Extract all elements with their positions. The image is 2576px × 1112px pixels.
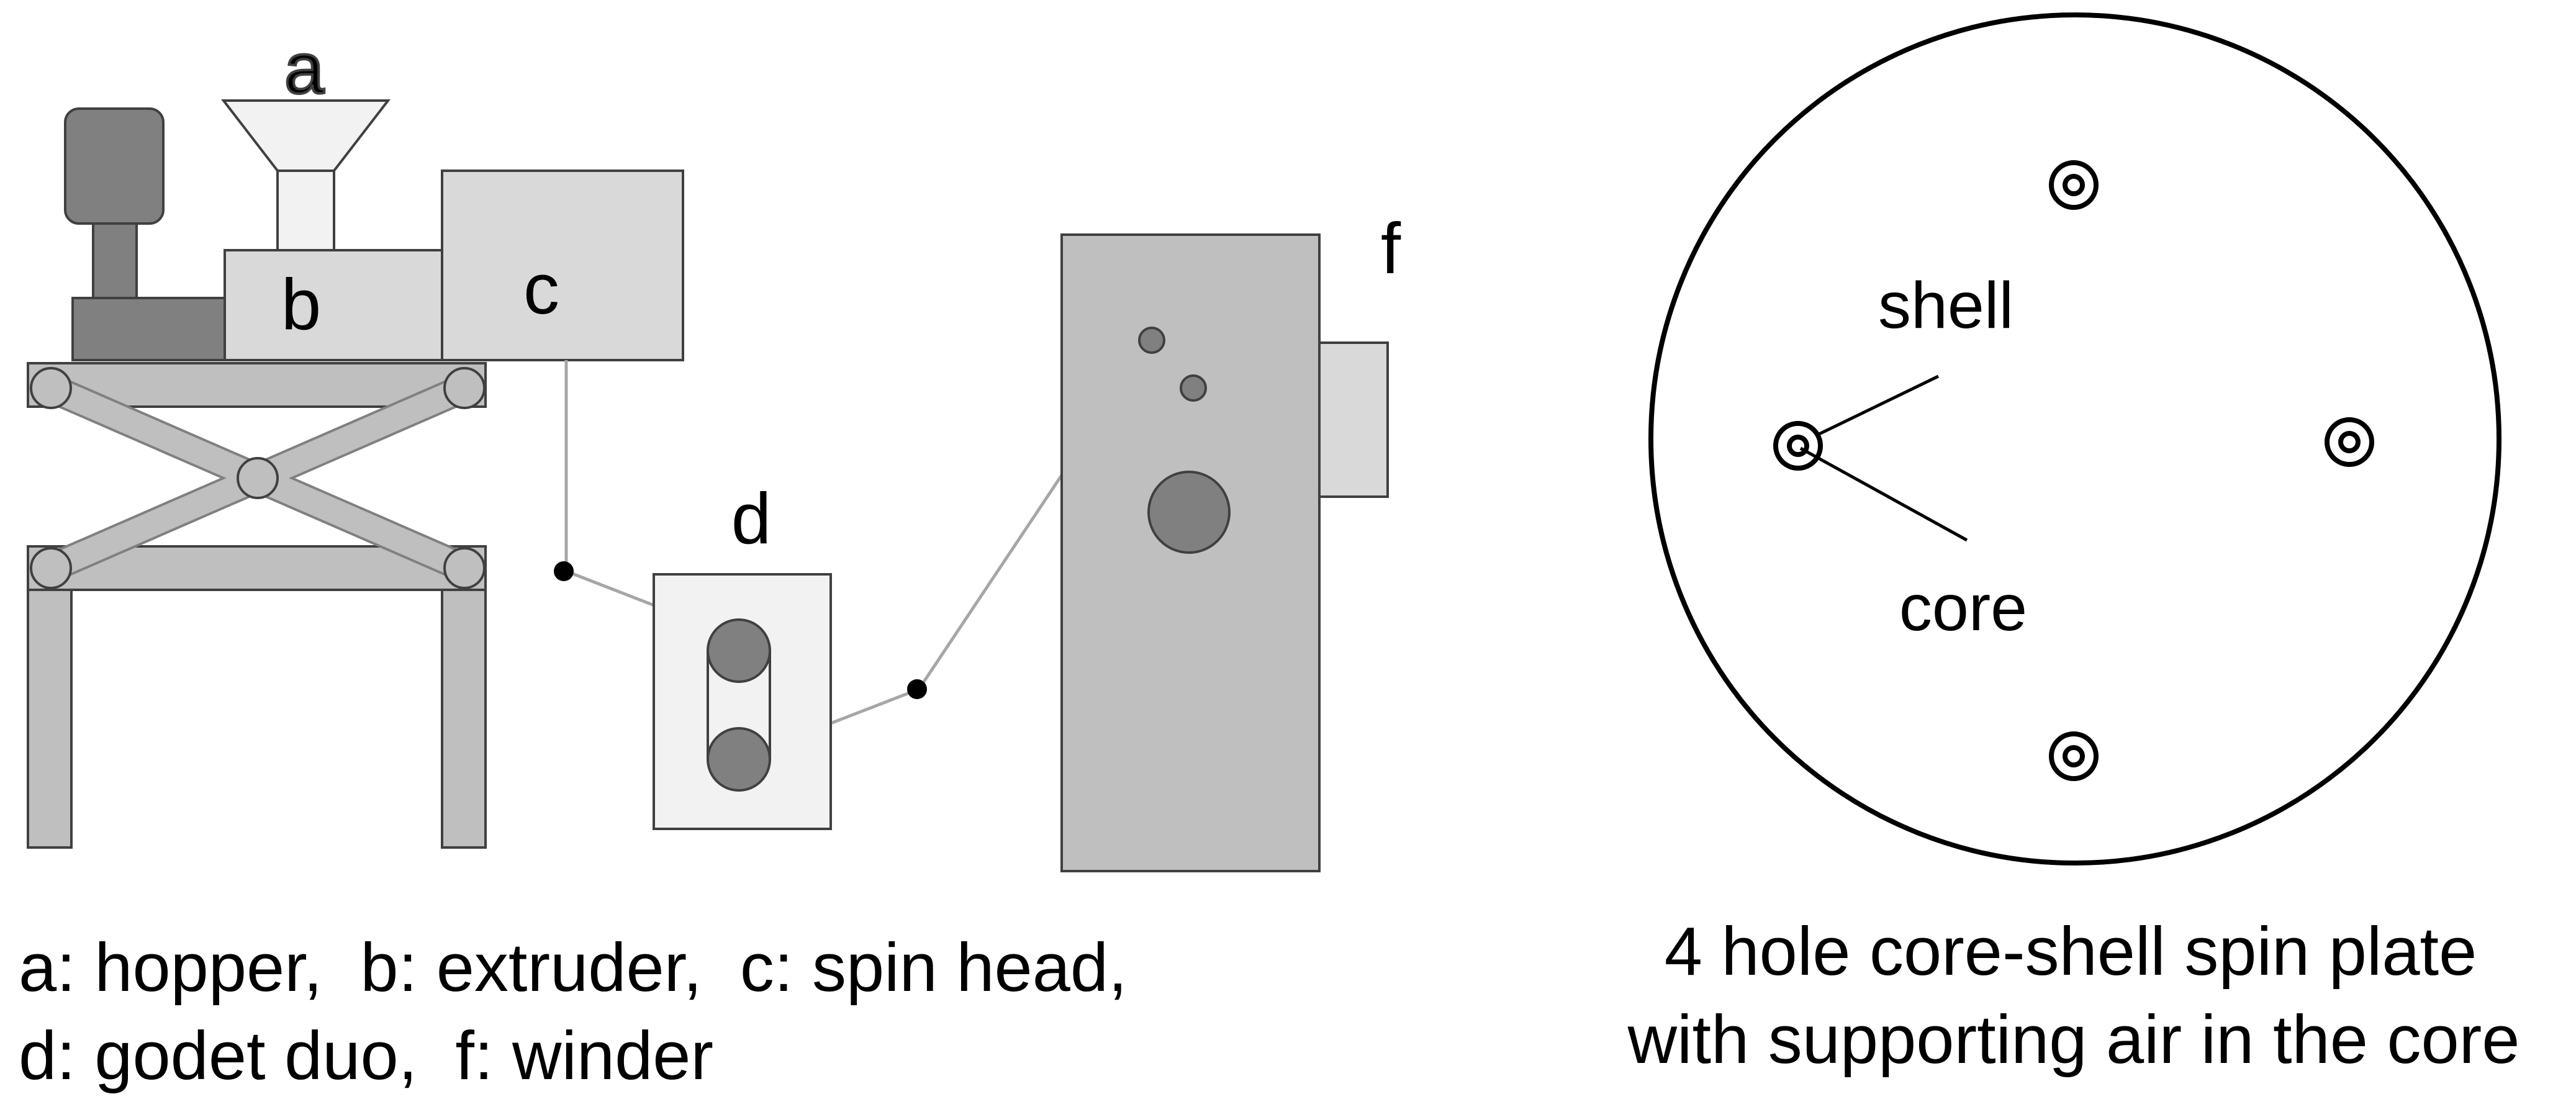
label-hopper: a bbox=[284, 28, 325, 109]
label-godet: d bbox=[731, 478, 772, 559]
label-shell: shell bbox=[1878, 269, 2013, 342]
extruder-body bbox=[224, 249, 443, 361]
table-leg-right bbox=[441, 579, 487, 849]
motor-shaft bbox=[92, 222, 138, 299]
hopper: a bbox=[220, 27, 391, 251]
legend-line-1: a: hopper, b: extruder, c: spin head, bbox=[19, 929, 1128, 1006]
spinning-line: a b c d bbox=[19, 27, 1401, 1094]
pivot-top-left bbox=[30, 367, 72, 409]
spin-plate-caption-line-1: 4 hole core-shell spin plate bbox=[1665, 913, 2477, 990]
winder: f bbox=[1060, 208, 1401, 872]
shell-leader-line bbox=[1817, 374, 1940, 436]
spin-hole-left bbox=[1773, 421, 1823, 471]
winder-side-box bbox=[1318, 341, 1389, 498]
label-winder: f bbox=[1381, 208, 1401, 289]
godet-duo: d bbox=[653, 478, 832, 830]
pivot-bottom-right bbox=[443, 547, 486, 589]
spin-plate: shell core 4 hole core-shell spin plate … bbox=[1627, 12, 2520, 1078]
label-spin-head: c bbox=[523, 248, 559, 329]
pivot-bottom-left bbox=[30, 547, 72, 589]
spin-hole-bottom bbox=[2049, 731, 2099, 781]
core-leader-line bbox=[1799, 446, 1968, 542]
winder-bobbin bbox=[1147, 471, 1231, 554]
extruder: b bbox=[224, 249, 443, 361]
pivot-top-right bbox=[443, 367, 486, 409]
spin-head-body bbox=[441, 170, 684, 361]
motor-body bbox=[64, 107, 165, 225]
gearbox bbox=[71, 297, 226, 361]
scissor-lift-table bbox=[27, 362, 487, 849]
table-leg-left bbox=[27, 579, 73, 849]
spin-hole-top bbox=[2049, 160, 2099, 210]
motor bbox=[64, 107, 226, 361]
label-extruder: b bbox=[281, 264, 322, 345]
thread-guide-2 bbox=[907, 679, 927, 699]
spin-head: c bbox=[441, 170, 684, 361]
pivot-center bbox=[237, 457, 279, 499]
hopper-neck bbox=[276, 170, 335, 251]
spin-plate-caption-line-2: with supporting air in the core bbox=[1627, 1001, 2520, 1078]
label-core: core bbox=[1899, 571, 2027, 644]
legend-line-2: d: godet duo, f: winder bbox=[19, 1018, 713, 1094]
winder-guide-roll-1 bbox=[1138, 327, 1165, 354]
godet-roll-upper bbox=[707, 618, 771, 683]
spin-plate-outline bbox=[1648, 12, 2501, 866]
hopper-funnel bbox=[220, 99, 391, 172]
winder-guide-roll-2 bbox=[1180, 374, 1207, 402]
thread-guide-1 bbox=[554, 561, 574, 581]
godet-roll-lower bbox=[707, 727, 771, 792]
spin-hole-right bbox=[2325, 417, 2374, 467]
